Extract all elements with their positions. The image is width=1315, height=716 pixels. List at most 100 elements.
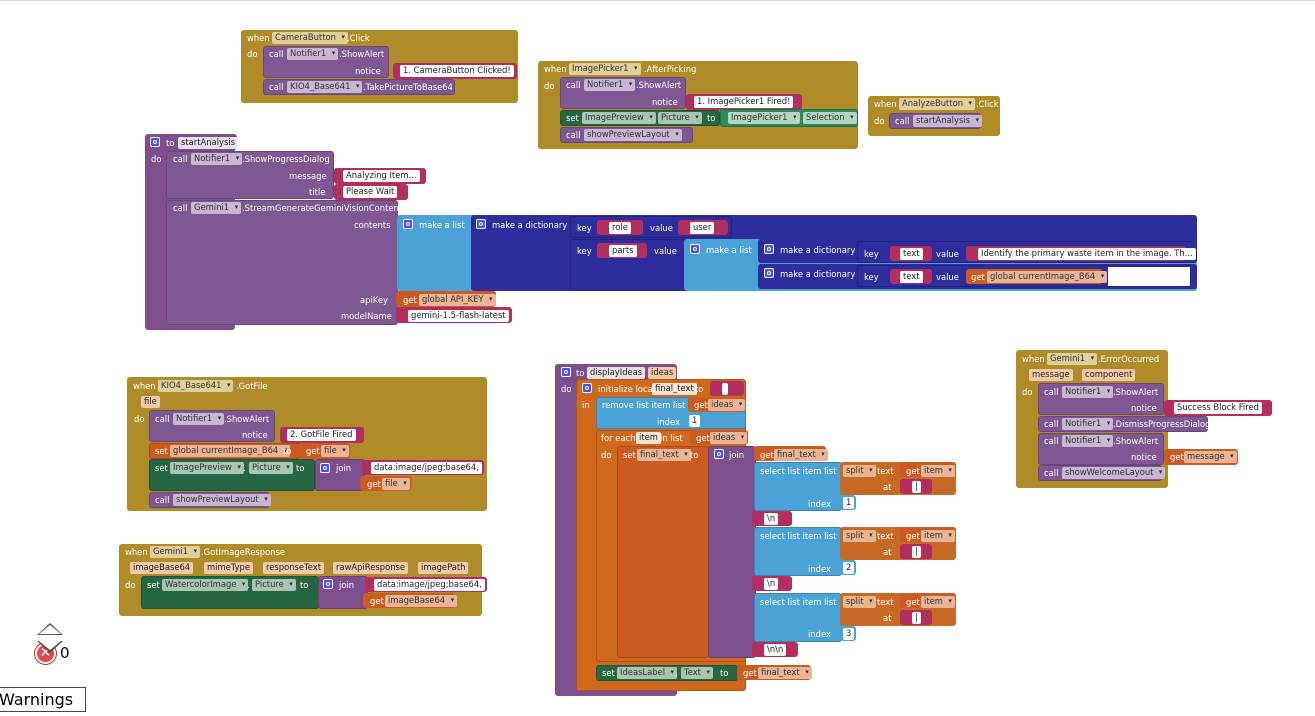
index-number[interactable]: 1: [689, 415, 701, 427]
empty-text[interactable]: [722, 383, 728, 395]
item-dropdown[interactable]: item: [921, 596, 955, 608]
notifier-dropdown[interactable]: Notifier1: [173, 413, 225, 425]
notice-text[interactable]: Success Block Fired: [1174, 402, 1262, 414]
newline-text[interactable]: \n: [764, 513, 779, 525]
picture-dropdown[interactable]: Picture: [252, 579, 296, 591]
select-list-item-block[interactable]: [754, 593, 842, 642]
split-dropdown[interactable]: split: [843, 530, 876, 542]
procedure-name-field[interactable]: displayIdeas: [587, 367, 646, 379]
param-ideas[interactable]: ideas: [648, 367, 677, 379]
param-file[interactable]: file: [141, 396, 160, 408]
title-text[interactable]: Please Wait: [343, 186, 398, 198]
component-dropdown[interactable]: ImagePicker1: [569, 63, 641, 75]
file-dropdown[interactable]: file: [321, 445, 349, 457]
message-dropdown[interactable]: message: [1184, 451, 1237, 463]
notifier-dropdown[interactable]: Notifier1: [584, 79, 636, 91]
global-api-dropdown[interactable]: global API_KEY: [419, 294, 496, 306]
data-prefix-text[interactable]: data:image/jpeg;base64,: [374, 579, 485, 591]
procedure-name-field[interactable]: startAnalysis: [178, 137, 239, 149]
select-list-item-block[interactable]: [754, 462, 842, 511]
split-dropdown[interactable]: split: [843, 465, 876, 477]
component-dropdown[interactable]: Gemini1: [1047, 353, 1098, 365]
select-list-item-block[interactable]: [754, 527, 842, 576]
role-text[interactable]: role: [609, 222, 631, 234]
procedure-dropdown[interactable]: showWelcomeLayout: [1062, 467, 1166, 479]
index-number[interactable]: 3: [843, 628, 855, 640]
image-preview-dropdown[interactable]: ImagePreview: [170, 462, 244, 474]
mutator-gear-icon[interactable]: [403, 219, 413, 229]
prompt-text[interactable]: Identify the primary waste item in the i…: [978, 248, 1196, 260]
kio4-dropdown[interactable]: KIO4_Base641: [287, 81, 363, 93]
notifier-dropdown[interactable]: Notifier1: [287, 48, 339, 60]
param-raw-api-response[interactable]: rawApiResponse: [333, 562, 409, 574]
final-text-dropdown[interactable]: final_text: [637, 449, 691, 461]
notifier-dropdown[interactable]: Notifier1: [1062, 386, 1114, 398]
loop-var-item[interactable]: item: [636, 432, 661, 444]
component-dropdown[interactable]: KIO4_Base641: [158, 380, 234, 392]
double-newline-text[interactable]: \n\n: [764, 644, 787, 656]
param-mime-type[interactable]: mimeType: [204, 562, 254, 574]
notifier-dropdown[interactable]: Notifier1: [1062, 435, 1114, 447]
component-dropdown[interactable]: AnalyzeButton: [899, 98, 976, 110]
image-preview-dropdown[interactable]: ImagePreview: [582, 112, 656, 124]
warning-prev-arrow-icon[interactable]: [37, 623, 63, 635]
newline-text[interactable]: \n: [764, 578, 779, 590]
index-number[interactable]: 2: [843, 562, 855, 574]
call-stream-generate-block[interactable]: [166, 200, 398, 325]
picture-dropdown[interactable]: Picture: [658, 112, 702, 124]
mutator-gear-icon[interactable]: [714, 449, 724, 459]
parts-text[interactable]: parts: [609, 245, 637, 257]
warnings-toggle-button[interactable]: Warnings: [0, 687, 86, 712]
component-dropdown[interactable]: Gemini1: [150, 546, 201, 558]
mutator-gear-icon[interactable]: [150, 137, 160, 147]
mutator-gear-icon[interactable]: [582, 383, 592, 393]
mutator-gear-icon[interactable]: [323, 579, 333, 589]
component-dropdown[interactable]: CameraButton: [272, 32, 348, 44]
global-image-dropdown[interactable]: global currentImage_B64: [987, 271, 1108, 283]
procedure-dropdown[interactable]: showPreviewLayout: [173, 494, 271, 506]
data-prefix-text[interactable]: data:image/jpeg;base64,: [371, 462, 482, 474]
mutator-gear-icon[interactable]: [476, 219, 486, 229]
mutator-gear-icon[interactable]: [690, 244, 700, 254]
text-key-2[interactable]: text: [900, 271, 923, 283]
empty-socket[interactable]: [1108, 267, 1190, 286]
user-text[interactable]: user: [690, 222, 715, 234]
procedure-dropdown[interactable]: showPreviewLayout: [584, 129, 682, 141]
notifier-dropdown[interactable]: Notifier1: [1062, 418, 1114, 430]
global-image-dropdown[interactable]: global currentImage_B64: [170, 445, 291, 457]
watercolor-dropdown[interactable]: WatercolorImage: [162, 579, 249, 591]
final-text-dropdown[interactable]: final_text: [774, 449, 828, 461]
param-component[interactable]: component: [1082, 369, 1136, 381]
separator-text[interactable]: |: [912, 481, 921, 493]
param-message[interactable]: message: [1029, 369, 1073, 381]
ideas-label-dropdown[interactable]: IdeasLabel: [617, 667, 678, 679]
procedure-dropdown[interactable]: startAnalysis: [913, 115, 983, 127]
ideas-dropdown[interactable]: ideas: [710, 432, 748, 444]
final-text-dropdown[interactable]: final_text: [758, 667, 812, 679]
join-block[interactable]: [708, 446, 756, 658]
text-key[interactable]: text: [900, 248, 923, 260]
mutator-gear-icon[interactable]: [764, 244, 774, 254]
model-text[interactable]: gemini-1.5-flash-latest: [408, 310, 509, 322]
notifier-dropdown[interactable]: Notifier1: [191, 153, 243, 165]
mutator-gear-icon[interactable]: [561, 367, 571, 377]
separator-text[interactable]: |: [912, 612, 921, 624]
warning-next-arrow-icon[interactable]: [37, 641, 63, 653]
picker-dropdown[interactable]: ImagePicker1: [728, 112, 800, 124]
ideas-dropdown[interactable]: ideas: [708, 399, 746, 411]
set-final-text-block[interactable]: [617, 446, 709, 658]
local-var-name[interactable]: final_text: [652, 383, 697, 395]
item-dropdown[interactable]: item: [921, 530, 955, 542]
notice-text[interactable]: 1. CameraButton Clicked!: [400, 65, 514, 77]
text-prop-dropdown[interactable]: Text: [681, 667, 713, 679]
notice-text[interactable]: 2. GotFile Fired: [287, 429, 356, 441]
param-image-base64[interactable]: imageBase64: [130, 562, 194, 574]
param-image-path[interactable]: imagePath: [418, 562, 469, 574]
mutator-gear-icon[interactable]: [764, 268, 774, 278]
separator-text[interactable]: |: [912, 546, 921, 558]
image-b64-dropdown[interactable]: imageBase64: [385, 595, 458, 607]
mutator-gear-icon[interactable]: [320, 463, 330, 473]
param-response-text[interactable]: responseText: [263, 562, 324, 574]
gemini-dropdown[interactable]: Gemini1: [191, 202, 242, 214]
